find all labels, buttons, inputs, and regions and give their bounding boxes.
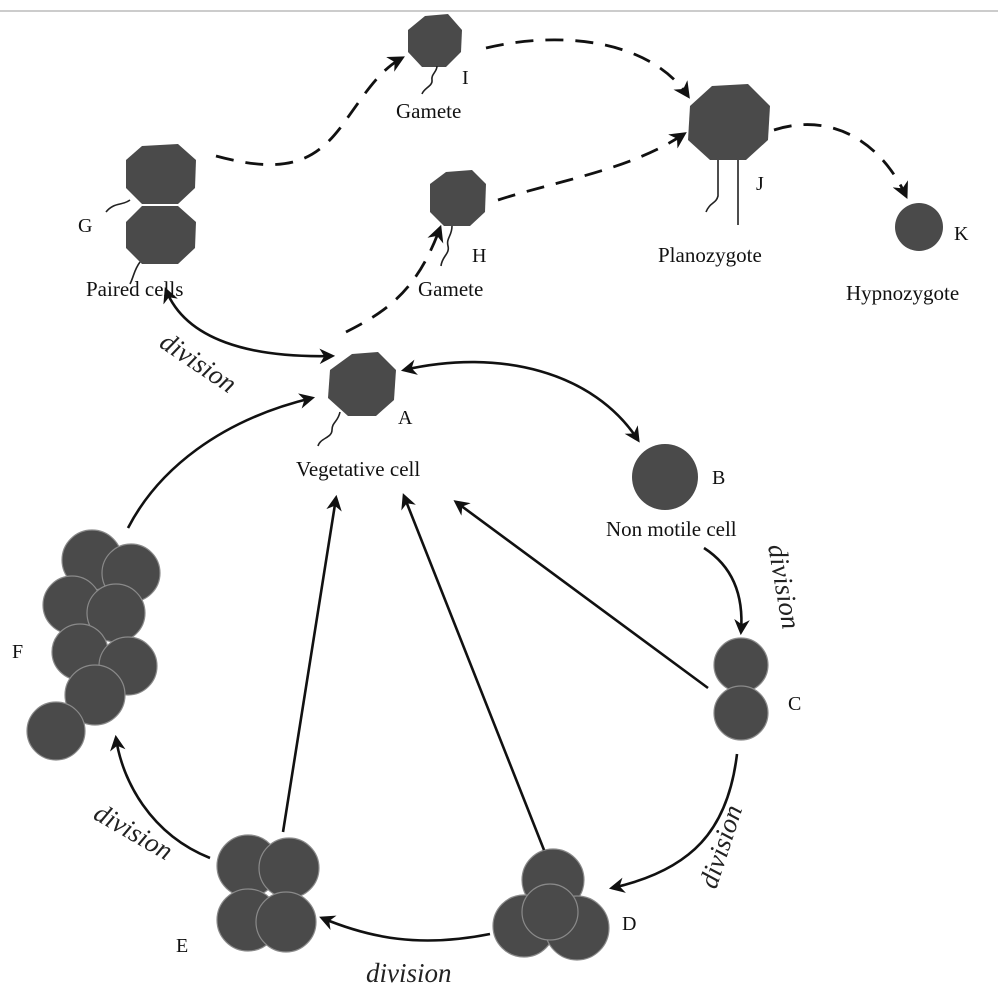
label-b-letter: B bbox=[712, 467, 725, 489]
cell-f-chain bbox=[26, 529, 161, 761]
arrow-i-j bbox=[485, 38, 690, 99]
division-label-e-f: division bbox=[89, 797, 178, 866]
label-d-letter: D bbox=[622, 913, 636, 935]
arrow-g-i bbox=[215, 56, 405, 166]
label-h-letter: H bbox=[472, 245, 486, 267]
label-i-name: Gamete bbox=[396, 99, 461, 123]
label-j-name: Planozygote bbox=[658, 243, 762, 267]
label-i-letter: I bbox=[462, 67, 469, 89]
arrow-j-k bbox=[773, 123, 908, 200]
division-label-g-a: division bbox=[155, 326, 243, 399]
arrow-a-b bbox=[400, 359, 640, 443]
cell-e-four-cells bbox=[216, 834, 320, 953]
division-label-d-e: division bbox=[366, 958, 452, 988]
arrow-c-a bbox=[453, 500, 709, 690]
arrow-g-a bbox=[163, 287, 336, 365]
label-b-name: Non motile cell bbox=[606, 517, 737, 541]
arrow-f-a bbox=[126, 393, 316, 529]
cell-d-four-cells bbox=[492, 848, 610, 961]
cell-a-vegetative bbox=[317, 352, 396, 447]
arrow-c-d bbox=[608, 753, 739, 893]
arrow-h-j bbox=[497, 132, 687, 202]
arrow-a-h bbox=[345, 224, 444, 334]
division-label-c-d: division bbox=[693, 801, 748, 892]
label-c-letter: C bbox=[788, 693, 801, 715]
arrow-e-f bbox=[110, 734, 211, 860]
label-h-name: Gamete bbox=[418, 277, 483, 301]
label-e-letter: E bbox=[176, 935, 188, 957]
cell-i-gamete bbox=[408, 14, 462, 95]
label-g-letter: G bbox=[78, 215, 92, 237]
cell-c-two-cells bbox=[713, 637, 769, 741]
cell-j-planozygote bbox=[688, 84, 770, 225]
label-a-name: Vegetative cell bbox=[296, 457, 420, 481]
cell-g-paired bbox=[105, 144, 196, 285]
label-a-letter: A bbox=[398, 407, 413, 429]
label-f-letter: F bbox=[12, 641, 23, 663]
arrow-b-c bbox=[703, 546, 750, 636]
arrow-d-e bbox=[319, 915, 491, 942]
label-k-letter: K bbox=[954, 223, 969, 245]
cell-k-hypnozygote bbox=[895, 203, 943, 251]
cell-h-gamete bbox=[430, 170, 486, 267]
cell-b-nonmotile bbox=[632, 444, 698, 510]
label-k-name: Hypnozygote bbox=[846, 281, 959, 305]
label-j-letter: J bbox=[756, 173, 764, 195]
arrow-e-a bbox=[281, 494, 342, 833]
division-label-b-c: division bbox=[762, 542, 806, 631]
label-g-name: Paired cells bbox=[86, 277, 183, 301]
arrow-d-a bbox=[401, 493, 546, 851]
